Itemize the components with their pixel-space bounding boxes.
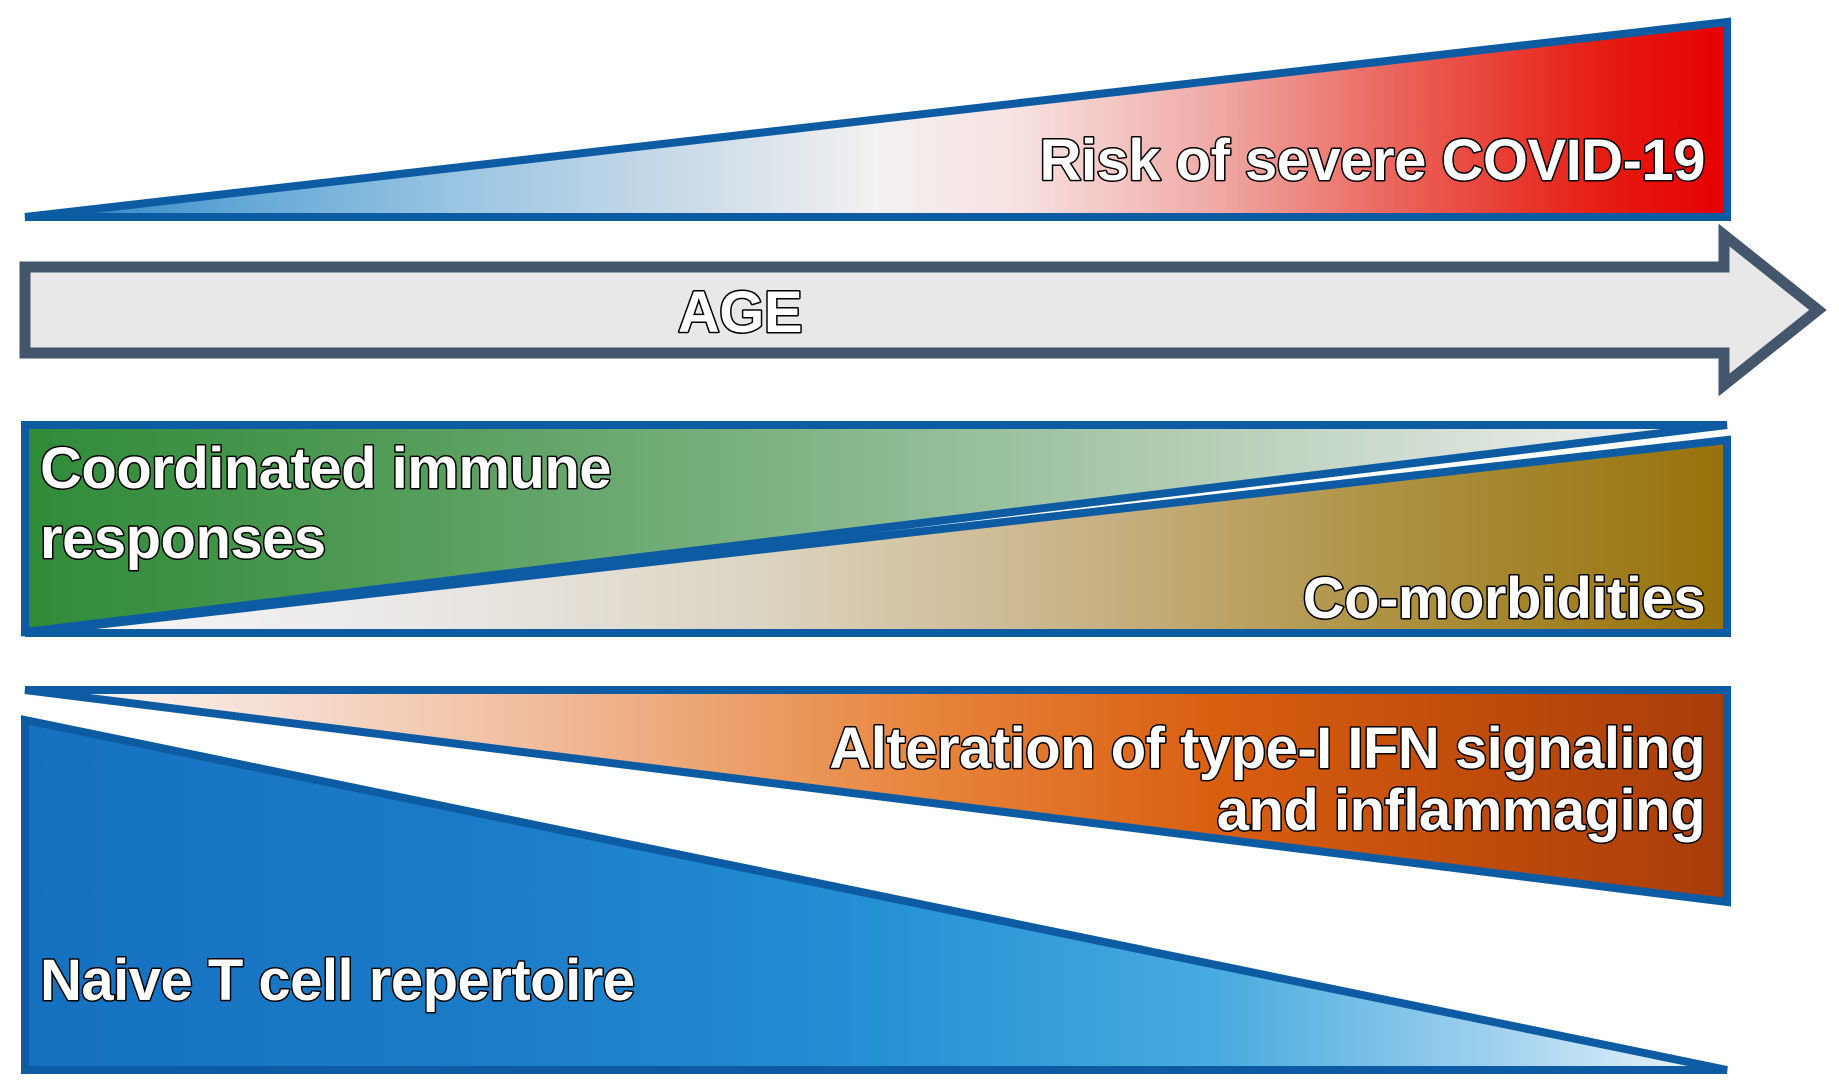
age-arrow-shape	[19, 223, 1827, 397]
band-age-arrow: AGE	[19, 223, 1827, 397]
band-risk-of-severe-covid: Risk of severe COVID-19	[24, 17, 1731, 221]
orange-label-line2: and inflammaging	[1217, 778, 1705, 843]
risk-label: Risk of severe COVID-19	[1040, 128, 1705, 193]
green-triangle-shape	[21, 421, 1728, 637]
orange-label-line1: Alteration of type-I IFN signaling	[829, 716, 1705, 781]
green-label-line2: responses	[40, 506, 326, 571]
band-coordinated-immune-responses: Coordinated immune responses	[21, 421, 1728, 637]
band-naive-t-cell-repertoire: Naive T cell repertoire	[21, 715, 1728, 1074]
band-co-morbidities: Co-morbidities	[24, 435, 1731, 637]
age-label: AGE	[678, 280, 802, 345]
orange-triangle-shape	[24, 686, 1731, 907]
band-type-i-ifn-inflammaging: Alteration of type-I IFN signaling and i…	[24, 686, 1731, 907]
olive-label: Co-morbidities	[1303, 566, 1705, 631]
blue-label: Naive T cell repertoire	[40, 948, 635, 1013]
risk-triangle-shape	[24, 17, 1731, 221]
blue-triangle-shape	[21, 715, 1728, 1074]
green-label-line1: Coordinated immune	[40, 436, 611, 501]
olive-triangle-shape	[24, 435, 1731, 637]
